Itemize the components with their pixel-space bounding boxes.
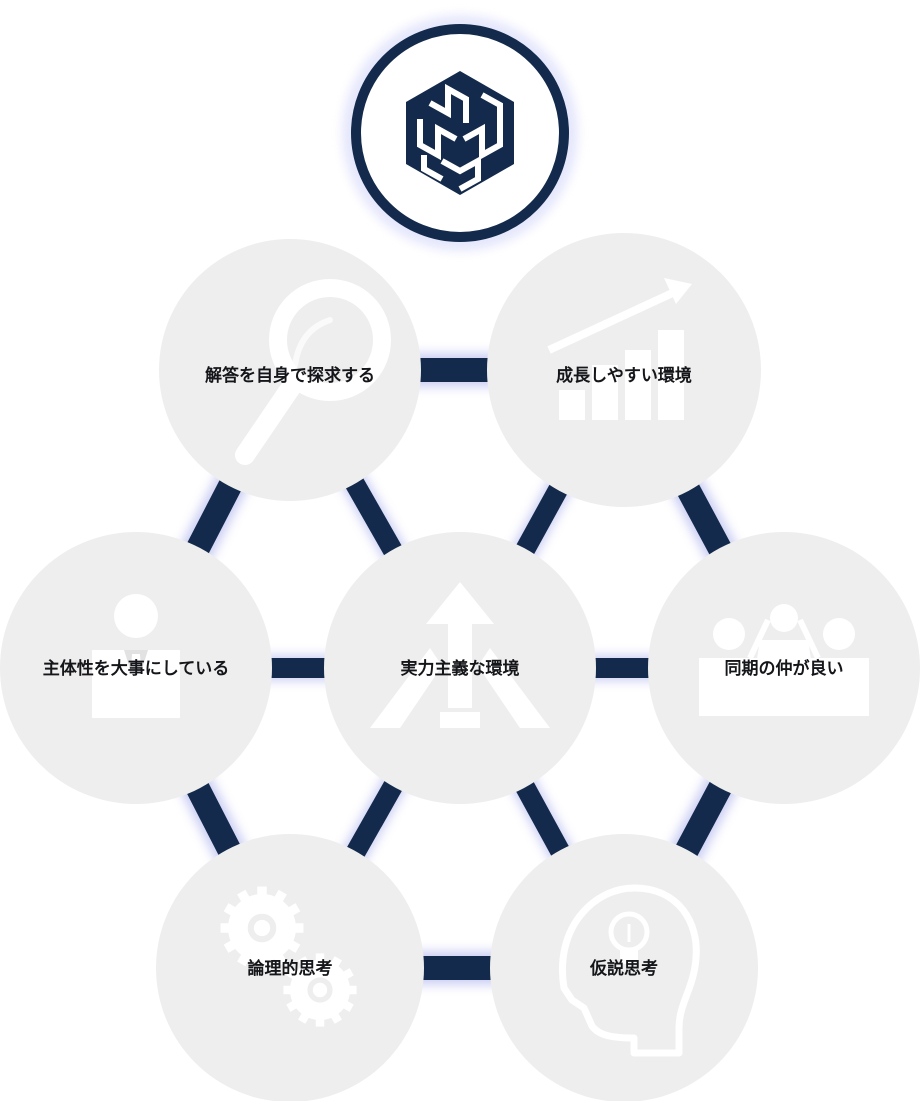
growth-chart-icon <box>547 278 692 421</box>
bubble-left <box>0 532 272 804</box>
label-top-right: 成長しやすい環境 <box>556 366 692 386</box>
bubble-center <box>324 532 596 804</box>
hexagon-cube-logo-icon <box>406 71 514 195</box>
gears-icon <box>220 886 357 1027</box>
road-arrow-icon <box>370 582 550 728</box>
logo-badge <box>342 15 578 251</box>
colleagues-icon <box>699 604 869 716</box>
label-bottom-left: 論理的思考 <box>247 959 333 979</box>
label-top-left: 解答を自身で探求する <box>205 366 375 386</box>
head-lightbulb-icon <box>559 884 700 1057</box>
label-center: 実力主義な環境 <box>400 659 520 679</box>
businessman-icon <box>92 594 180 718</box>
bubble-top-right <box>487 233 761 507</box>
bubble-bottom-right <box>490 834 758 1101</box>
magnifier-icon <box>235 279 391 465</box>
bubble-top-left <box>159 239 421 501</box>
bubble-bottom-left <box>156 834 424 1101</box>
bubble-right <box>648 532 920 804</box>
label-bottom-right: 仮説思考 <box>590 959 658 979</box>
label-right: 同期の仲が良い <box>724 659 844 679</box>
label-left: 主体性を大事にしている <box>42 659 230 679</box>
